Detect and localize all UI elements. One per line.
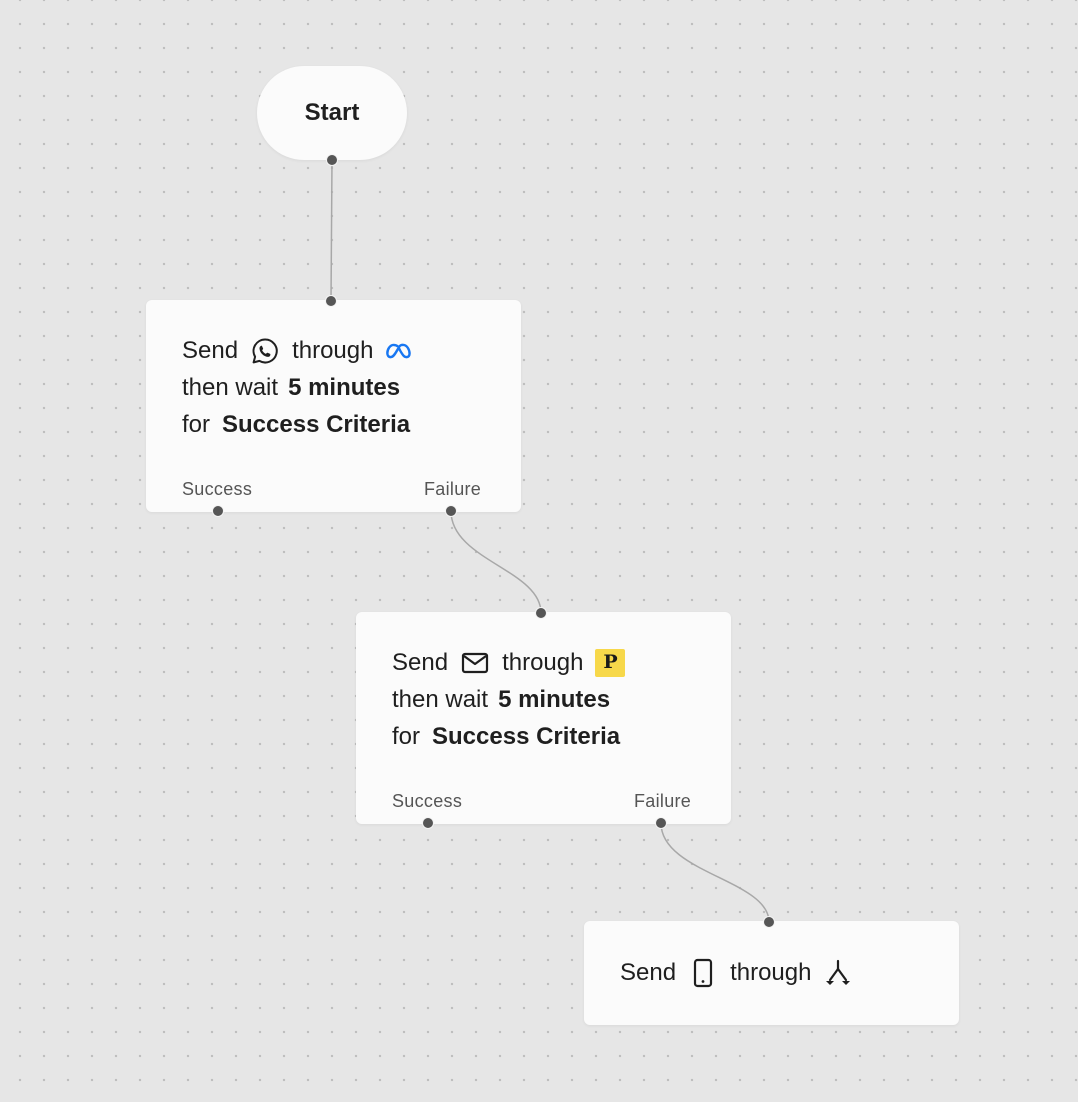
send-word: Send	[182, 337, 239, 364]
send-word: Send	[392, 649, 449, 676]
wait-duration[interactable]: 5 minutes	[288, 374, 401, 401]
for-prefix: for	[392, 723, 421, 750]
step-2-failure-handle[interactable]	[655, 817, 667, 829]
step-2-success-handle[interactable]	[422, 817, 434, 829]
step-2-input-handle[interactable]	[535, 607, 547, 619]
success-outlet-label: Success	[392, 791, 463, 811]
through-word: through	[502, 649, 584, 676]
start-output-handle[interactable]	[326, 154, 338, 166]
mobile-phone-icon	[688, 958, 718, 988]
wait-prefix: then wait	[392, 686, 489, 713]
through-word: through	[730, 959, 812, 986]
through-word: through	[292, 337, 374, 364]
wait-line: then wait 5 minutes	[182, 369, 415, 406]
failure-outlet-label: Failure	[634, 791, 692, 811]
step-description: Send through then wait	[182, 332, 415, 443]
postmark-badge-letter: P	[603, 651, 618, 673]
send-word: Send	[620, 959, 677, 986]
wait-line: then wait 5 minutes	[392, 681, 625, 718]
for-prefix: for	[182, 411, 211, 438]
branch-split-icon	[823, 958, 853, 988]
step-node-email[interactable]: Send through P then wait 5 minut	[356, 612, 731, 824]
step-description: Send through P then wait 5 minut	[392, 644, 626, 755]
step-3-input-handle[interactable]	[763, 916, 775, 928]
failure-outlet-label: Failure	[424, 479, 482, 499]
step-description: Send through	[620, 954, 853, 991]
wait-prefix: then wait	[182, 374, 279, 401]
send-line: Send through	[182, 332, 415, 369]
postmark-icon: P	[595, 648, 626, 677]
email-icon	[460, 648, 490, 678]
step-1-input-handle[interactable]	[325, 295, 337, 307]
wait-duration[interactable]: 5 minutes	[498, 686, 611, 713]
start-node[interactable]: Start	[257, 66, 407, 160]
step-node-whatsapp[interactable]: Send through then wait	[146, 300, 521, 512]
success-criteria[interactable]: Success Criteria	[432, 723, 621, 750]
meta-icon	[385, 336, 415, 366]
success-outlet-label: Success	[182, 479, 253, 499]
start-label: Start	[304, 99, 360, 126]
criteria-line: for Success Criteria	[182, 406, 415, 443]
step-1-success-handle[interactable]	[212, 505, 224, 517]
criteria-line: for Success Criteria	[392, 718, 625, 755]
step-node-sms[interactable]: Send through	[584, 921, 959, 1025]
step-1-failure-handle[interactable]	[445, 505, 457, 517]
success-criteria[interactable]: Success Criteria	[222, 411, 411, 438]
edge-step-2-failure-to-step-3	[660, 822, 770, 923]
send-line: Send through P	[392, 644, 626, 681]
send-line: Send through	[620, 954, 853, 991]
whatsapp-icon	[250, 336, 280, 366]
edge-start-to-step-1	[330, 159, 333, 302]
edge-step-1-failure-to-step-2	[450, 510, 542, 614]
